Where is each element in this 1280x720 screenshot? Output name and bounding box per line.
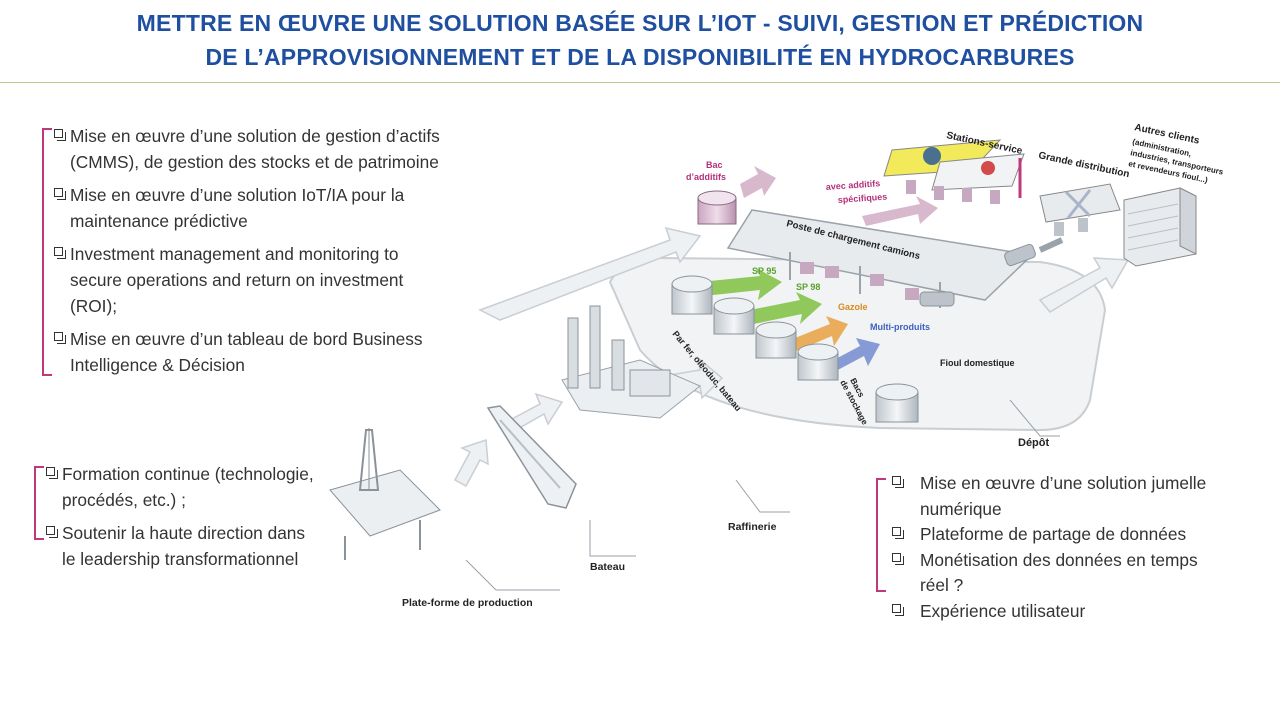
label-bateau: Bateau	[590, 561, 625, 573]
right-list: Mise en œuvre d’une solution jumelle num…	[886, 471, 1266, 625]
supply-chain-diagram: Stations-service Autres clients (adminis…	[329, 122, 1225, 609]
flow-arrow-to-depot	[478, 226, 702, 321]
checkbox-bullet-icon	[46, 467, 58, 479]
label-grande-distribution: Grande distribution	[1037, 150, 1130, 180]
storage-tanks	[671, 268, 919, 423]
checkbox-bullet-icon	[892, 527, 904, 540]
list-item: Mise en œuvre d’une solution IoT/IA pour…	[54, 183, 494, 234]
label-sp95: SP 95	[752, 266, 776, 276]
grande-distribution	[1039, 183, 1121, 236]
label-sp98: SP 98	[796, 282, 820, 292]
list-item: Expérience utilisateur	[886, 599, 1266, 625]
left-bottom-bracket	[34, 466, 44, 540]
list-item: Soutenir la haute direction dans le lead…	[46, 521, 376, 572]
label-specifiques: spécifiques	[837, 192, 887, 205]
label-bac: Bac	[706, 160, 723, 170]
checkbox-bullet-icon	[54, 188, 66, 201]
title-line-1: METTRE EN ŒUVRE UNE SOLUTION BASÉE SUR L…	[136, 10, 1144, 36]
left-top-bracket	[42, 128, 52, 376]
checkbox-bullet-icon	[892, 552, 904, 565]
label-raffinerie: Raffinerie	[728, 521, 777, 533]
label-multi-produits: Multi-produits	[870, 322, 930, 332]
truck-icon	[919, 291, 955, 307]
refinery	[561, 305, 701, 419]
office-building	[1123, 187, 1197, 267]
checkbox-bullet-icon	[892, 476, 904, 488]
label-fioul: Fioul domestique	[940, 358, 1015, 368]
label-depot: Dépôt	[1018, 437, 1050, 449]
list-item: Mise en œuvre d’une solution de gestion …	[54, 124, 494, 175]
label-plateforme: Plate-forme de production	[402, 597, 533, 609]
flow-arrow-platform	[453, 438, 489, 488]
checkbox-bullet-icon	[54, 332, 66, 345]
checkbox-bullet-icon	[54, 129, 66, 141]
left-bottom-list: Formation continue (technologie, procédé…	[46, 462, 376, 572]
list-item: Investment management and monitoring to …	[54, 242, 494, 319]
page-title: METTRE EN ŒUVRE UNE SOLUTION BASÉE SUR L…	[0, 6, 1280, 74]
title-line-2: DE L’APPROVISIONNEMENT ET DE LA DISPONIB…	[205, 44, 1075, 70]
list-item: Mise en œuvre d’une solution jumelle num…	[886, 471, 1266, 522]
checkbox-bullet-icon	[54, 247, 66, 260]
offshore-platform	[329, 428, 441, 560]
list-item: Formation continue (technologie, procédé…	[46, 462, 376, 513]
list-item: Plateforme de partage de données	[886, 522, 1266, 548]
label-bac-additifs: d’additifs	[686, 172, 726, 182]
truck-icon-exit	[1004, 243, 1036, 267]
checkbox-bullet-icon	[892, 603, 904, 616]
checkbox-bullet-icon	[46, 526, 58, 539]
station-service	[883, 139, 1025, 204]
left-top-list: Mise en œuvre d’une solution de gestion …	[54, 124, 494, 378]
loading-station-roof	[726, 209, 1034, 301]
title-divider	[0, 82, 1280, 83]
list-item: Monétisation des données en temps réel ?	[886, 548, 1266, 599]
right-bracket	[876, 478, 886, 592]
list-item: Mise en œuvre d’un tableau de bord Busin…	[54, 327, 494, 378]
flow-arrow-to-clients	[1038, 257, 1130, 313]
label-gazole: Gazole	[838, 302, 868, 312]
label-additifs: avec additifs	[825, 178, 880, 192]
